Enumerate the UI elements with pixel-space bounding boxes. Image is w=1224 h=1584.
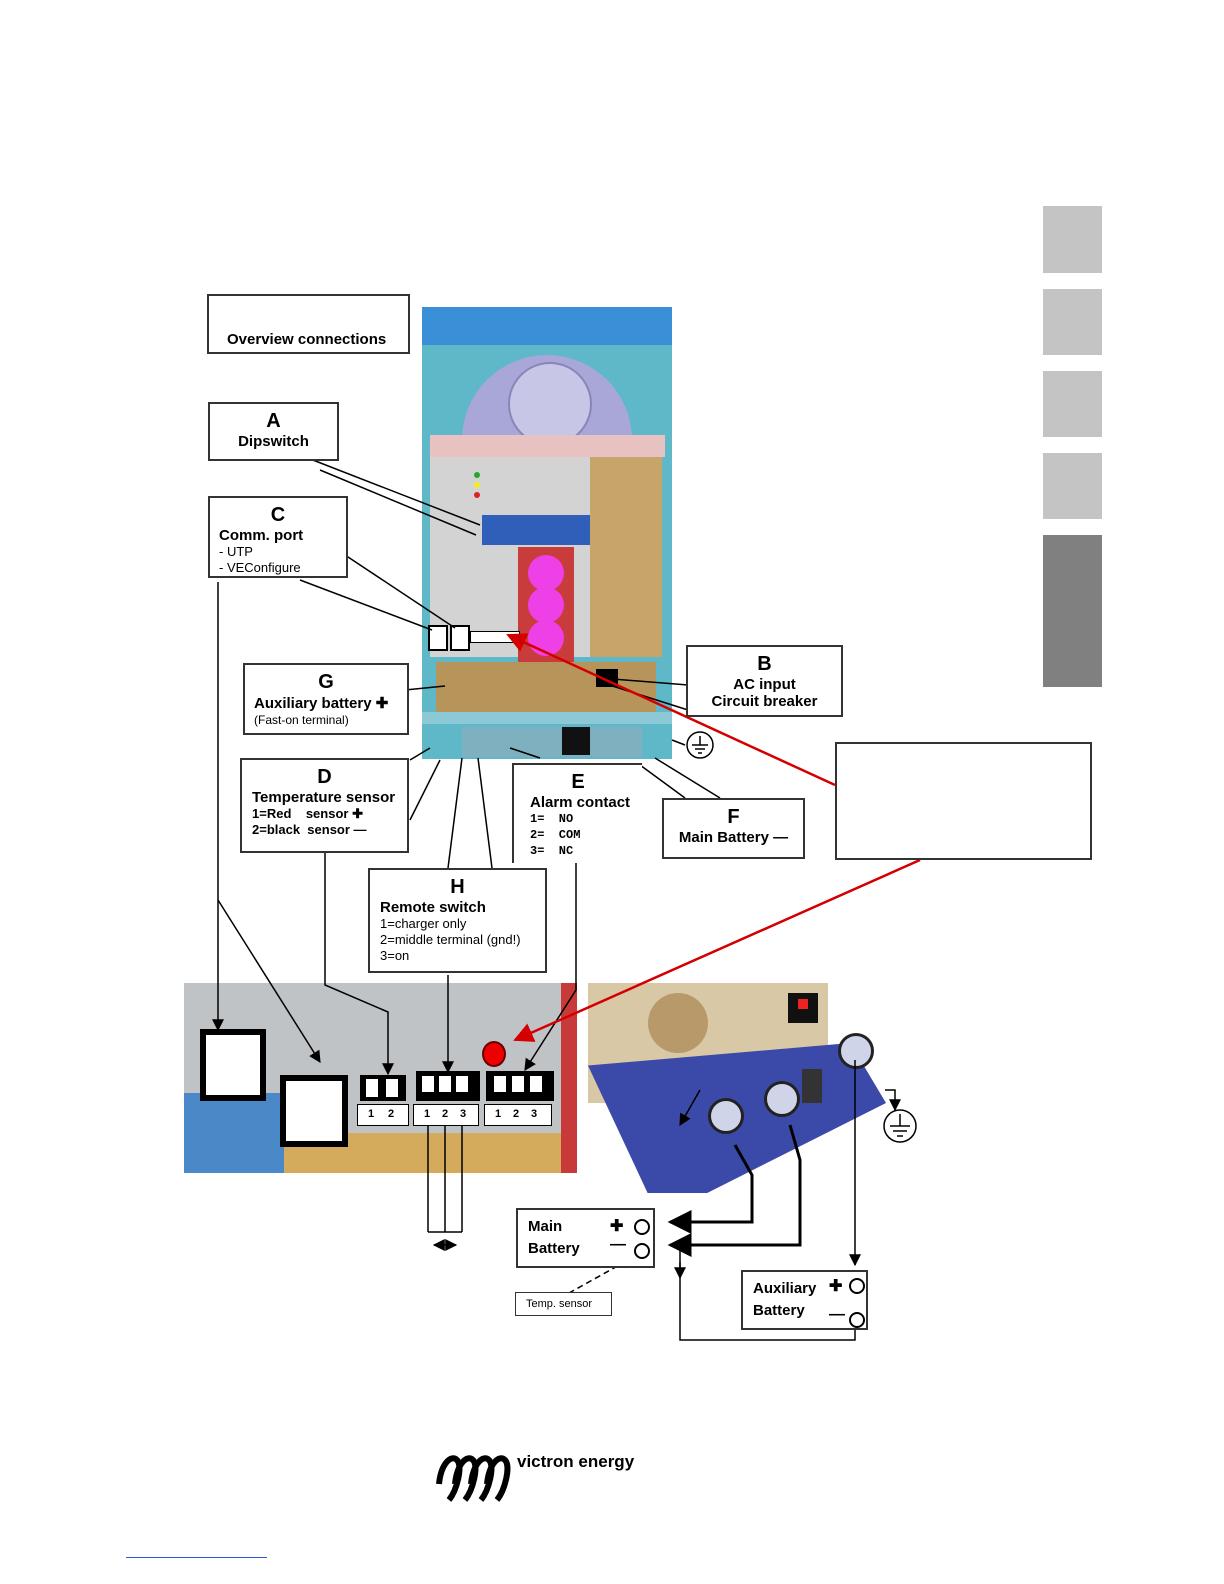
- callout-letter: B: [757, 653, 772, 675]
- terminal-number: 1: [368, 1108, 375, 1120]
- callout-subtitle: Circuit breaker: [711, 693, 818, 710]
- callout-item: 3=on: [380, 948, 410, 963]
- callout-title: Dipswitch: [238, 433, 309, 450]
- callout-b-ac-input: B AC input Circuit breaker: [686, 645, 843, 717]
- callout-item: 1= NO: [530, 812, 574, 826]
- callout-letter: E: [571, 771, 585, 793]
- callout-item: 3= NC: [530, 844, 574, 858]
- callout-item: 2= COM: [530, 828, 581, 842]
- ground-icon: [686, 731, 917, 1143]
- callout-title: Temperature sensor: [252, 789, 396, 806]
- indicator-note-box: [835, 742, 1092, 860]
- terminal-number: 2: [388, 1108, 395, 1120]
- terminal-h2: [437, 1074, 453, 1094]
- minus-icon: —: [610, 1236, 626, 1253]
- terminal-h3: [454, 1074, 470, 1094]
- terminal-minus-icon: [634, 1243, 650, 1259]
- aux-battery-label: Battery: [753, 1302, 805, 1319]
- temp-sensor-text: Temp. sensor: [526, 1298, 593, 1310]
- chapter-tab-2[interactable]: [1043, 289, 1102, 355]
- callout-title: Main Battery —: [678, 829, 789, 846]
- callout-g-aux-battery: G Auxiliary battery ✚ (Fast-on terminal): [243, 663, 409, 735]
- chapter-tab-3[interactable]: [1043, 371, 1102, 437]
- callout-d-temp-sensor: D Temperature sensor 1=Red sensor ✚ 2=bl…: [240, 758, 409, 853]
- terminal-strip-h: 1 2 3: [413, 1104, 479, 1126]
- battery-cable-photo: [588, 983, 886, 1203]
- callout-f-main-battery: F Main Battery —: [662, 798, 805, 859]
- callout-h-remote-switch: H Remote switch 1=charger only 2=middle …: [368, 868, 547, 973]
- callout-letter: H: [450, 876, 465, 898]
- terminal-d2: [384, 1077, 400, 1099]
- main-battery-label: Battery: [528, 1240, 580, 1257]
- overview-title: Overview connections: [227, 331, 387, 348]
- aux-battery-label: Auxiliary: [753, 1280, 817, 1297]
- chapter-tab-1[interactable]: [1043, 206, 1102, 273]
- auxiliary-battery-box: Auxiliary Battery ✚ —: [741, 1270, 868, 1330]
- plus-icon: ✚: [610, 1218, 624, 1235]
- callout-c-comm-port: C Comm. port - UTP - VEConfigure: [208, 496, 348, 578]
- callout-item: 1=Red sensor ✚: [252, 806, 363, 821]
- callout-letter: D: [317, 766, 332, 788]
- terminal-number: 1: [495, 1108, 502, 1120]
- terminal-d1: [364, 1077, 380, 1099]
- overview-label: Overview connections: [207, 294, 410, 354]
- terminal-plus-icon: [634, 1219, 650, 1235]
- callout-title: Comm. port: [219, 527, 304, 544]
- callout-letter: A: [266, 410, 281, 432]
- callout-title: Auxiliary battery ✚: [254, 695, 389, 712]
- chapter-tab-4[interactable]: [1043, 453, 1102, 519]
- callout-e-alarm-contact: E Alarm contact 1= NO 2= COM 3= NC: [512, 763, 642, 863]
- callout-item: 2=middle terminal (gnd!): [380, 932, 521, 947]
- terminal-strip-d: 1 2: [357, 1104, 409, 1126]
- victron-swirl-icon: [436, 1455, 511, 1502]
- temp-sensor-label: Temp. sensor: [515, 1292, 612, 1316]
- callout-a-dipswitch: A Dipswitch: [208, 402, 339, 461]
- callout-item: - UTP: [219, 544, 253, 559]
- callout-item: 2=black sensor —: [252, 822, 367, 837]
- terminal-e2: [510, 1074, 526, 1094]
- main-battery-label: Main: [528, 1218, 563, 1235]
- minus-icon: —: [829, 1306, 845, 1323]
- chapter-tab-active[interactable]: [1043, 535, 1102, 687]
- plus-icon: ✚: [829, 1278, 843, 1295]
- callout-title: AC input: [733, 676, 796, 693]
- callout-letter: F: [727, 806, 740, 828]
- terminal-number: 2: [513, 1108, 520, 1120]
- terminal-number: 3: [531, 1108, 538, 1120]
- victron-logo: victron energy: [433, 1450, 643, 1506]
- terminal-plus-icon: [849, 1278, 865, 1294]
- terminal-number: 2: [442, 1108, 449, 1120]
- callout-item: - VEConfigure: [219, 560, 301, 575]
- terminal-number: 3: [460, 1108, 467, 1120]
- callout-letter: C: [270, 504, 286, 526]
- callout-letter: G: [318, 671, 334, 693]
- terminal-e1: [492, 1074, 508, 1094]
- footer-link-underline[interactable]: [126, 1557, 267, 1558]
- main-battery-box: Main Battery ✚ —: [516, 1208, 655, 1268]
- callout-title: Alarm contact: [530, 794, 631, 811]
- terminal-h1: [420, 1074, 436, 1094]
- terminal-e3: [528, 1074, 544, 1094]
- terminal-number: 1: [424, 1108, 431, 1120]
- callout-title: Remote switch: [380, 899, 486, 916]
- charger-device-illustration: [422, 307, 672, 759]
- terminal-strip-e: 1 2 3: [484, 1104, 552, 1126]
- terminal-minus-icon: [849, 1312, 865, 1328]
- callout-item: 1=charger only: [380, 916, 467, 931]
- victron-logo-text: victron energy: [517, 1452, 635, 1471]
- callout-subtitle: (Fast-on terminal): [254, 713, 349, 727]
